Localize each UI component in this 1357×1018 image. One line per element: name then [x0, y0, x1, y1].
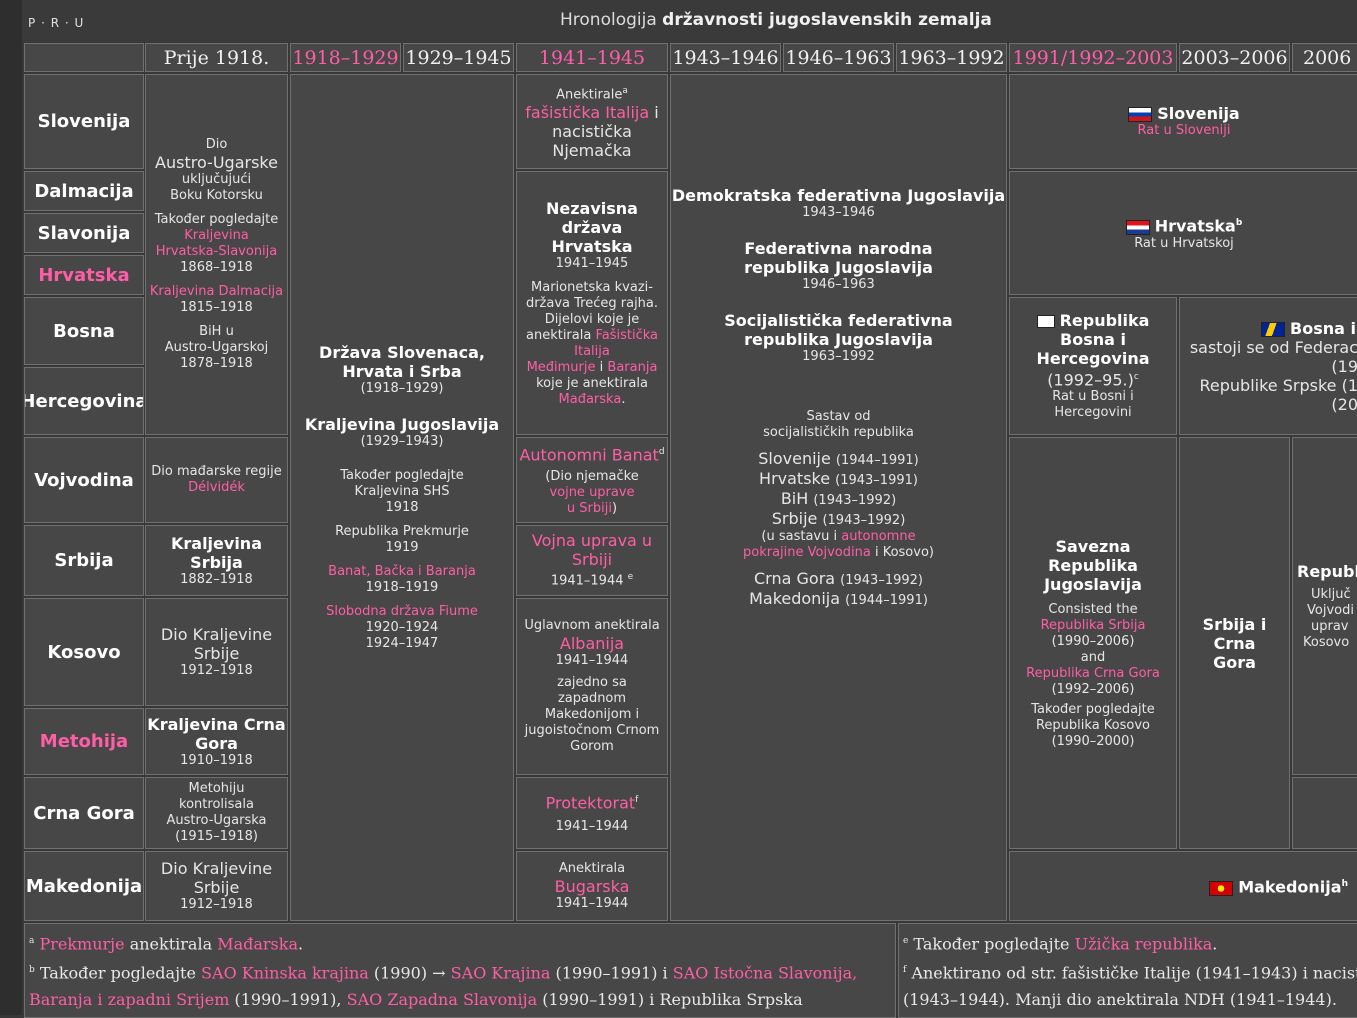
srbija-pre-cell: Kraljevina Srbija 1882–1918	[145, 525, 288, 596]
link-hrvatska-slavonija[interactable]: Hrvatska-Slavonija	[155, 244, 278, 259]
sfrj-cell: Demokratska federativna Jugoslavija 1943…	[670, 74, 1007, 921]
region-slovenija: Slovenija	[24, 74, 144, 169]
link-fasisticka-italija[interactable]: fašistička Italija	[525, 103, 650, 123]
link-italija[interactable]: Italija	[574, 343, 610, 359]
link-rat-u-hrvatskoj[interactable]: Rat u Hrvatskoj	[1134, 235, 1234, 251]
link-prekmurje[interactable]: Prekmurje	[39, 934, 125, 954]
link-fasisticka[interactable]: Fašistička	[595, 327, 658, 343]
link-kraljevina-crna-gora[interactable]: Kraljevina Crna	[147, 714, 286, 734]
header-1941[interactable]: 1941–1945	[516, 43, 668, 72]
link-sao-zapadna[interactable]: SAO Zapadna Slavonija	[346, 989, 538, 1009]
footnotes-left: a Prekmurje anektirala Mađarska. b Takođ…	[24, 923, 896, 1018]
footnotes-right: e Također pogledajte Užička republika. f…	[898, 923, 1357, 1018]
header-1963: 1963–1992	[896, 43, 1007, 72]
header-2003: 2003–2006	[1179, 43, 1290, 72]
region-crna-gora: Crna Gora	[24, 777, 144, 849]
post-bih2-cell: Bosna i sastoji se od Federac (19 Republ…	[1179, 297, 1357, 435]
post-republika-cell: Republi Uključ Vojvodi uprav Kosovo	[1292, 437, 1357, 775]
link-rat-u-sloveniji[interactable]: Rat u Sloveniji	[1137, 123, 1231, 138]
bih-flag-icon	[1261, 321, 1286, 337]
ww2-albanija-cell: Uglavnom anektirala Albanija 1941–1944 z…	[516, 598, 668, 775]
link-vojna-uprava[interactable]: Vojna uprava u	[531, 531, 653, 551]
link-banat-backa-baranja[interactable]: Banat, Bačka i Baranja	[328, 564, 476, 579]
post-hrvatska-cell: Hrvatskab Rat u Hrvatskoj	[1009, 171, 1357, 295]
link-madarska-footnote[interactable]: Mađarska	[217, 934, 298, 954]
talk-link[interactable]: R	[50, 16, 61, 30]
link-baranja[interactable]: Baranja	[607, 359, 658, 375]
post-makedonija-cell: Makedonijah	[1009, 851, 1357, 921]
left-edge	[0, 0, 22, 1015]
header-1943: 1943–1946	[670, 43, 781, 72]
link-sao-krajina[interactable]: SAO Krajina	[450, 963, 551, 983]
region-dalmacija: Dalmacija	[24, 171, 144, 211]
region-hercegovina: Hercegovina	[24, 367, 144, 435]
ww2-ndh-cell: Nezavisna država Hrvatska 1941–1945 Mari…	[516, 171, 668, 435]
view-link[interactable]: P	[28, 16, 37, 30]
link-vojne-uprave[interactable]: vojne uprave	[549, 484, 635, 500]
post-slovenija-cell: Slovenija Rat u Sloveniji	[1009, 74, 1357, 169]
austro-hungary-cell: Dio Austro-Ugarske uključujući Boku Koto…	[145, 74, 288, 435]
region-hrvatska[interactable]: Hrvatska	[24, 255, 144, 295]
kosovo-pre-cell: Dio Kraljevine Srbije 1912–1918	[145, 598, 288, 706]
header-pre1918: Prije 1918.	[145, 43, 288, 72]
link-republika-crna-gora[interactable]: Republika Crna Gora	[1026, 665, 1160, 681]
macedonia-flag-icon	[1209, 880, 1234, 896]
header-corner	[24, 43, 144, 72]
link-uzicka[interactable]: Užička republika	[1074, 934, 1213, 954]
croatia-flag-icon	[1125, 219, 1150, 235]
link-baranja-srijem[interactable]: Baranja i zapadni Srijem	[29, 989, 230, 1009]
link-protektorat[interactable]: Protektorat	[545, 793, 636, 813]
metohija-pre-cell: Kraljevina Crna Gora 1910–1918	[145, 708, 288, 775]
region-slavonija: Slavonija	[24, 213, 144, 253]
link-kraljevina-dalmacija[interactable]: Kraljevina Dalmacija	[149, 284, 284, 299]
link-albanija[interactable]: Albanija	[559, 634, 625, 653]
header-1929: 1929–1945	[403, 43, 514, 72]
page-title: Hronologija državnosti jugoslavenskih ze…	[560, 10, 992, 30]
link-pokrajine[interactable]: pokrajine Vojvodina	[743, 545, 871, 560]
region-makedonija: Makedonija	[24, 851, 144, 921]
ww2-protektorat-cell: Protektoratf 1941–1944	[516, 777, 668, 849]
region-kosovo: Kosovo	[24, 598, 144, 706]
region-srbija: Srbija	[24, 525, 144, 596]
rbih-flag-icon	[1036, 314, 1055, 328]
link-bugarska[interactable]: Bugarska	[554, 876, 630, 896]
header-1918[interactable]: 1918–1929	[290, 43, 401, 72]
link-madarska[interactable]: Mađarska	[558, 391, 622, 407]
link-fiume[interactable]: Slobodna država Fiume	[326, 604, 478, 619]
header-2006: 2006	[1292, 43, 1357, 72]
link-republika-srbija[interactable]: Republika Srbija	[1040, 617, 1146, 633]
ww2-banat-cell: Autonomni Banatd (Dio njemačke vojne upr…	[516, 437, 668, 523]
makedonija-pre-cell: Dio Kraljevine Srbije 1912–1918	[145, 851, 288, 921]
link-sao-kninska[interactable]: SAO Kninska krajina	[201, 963, 369, 983]
header-1991[interactable]: 1991/1992–2003	[1009, 43, 1177, 72]
post-bih-cell: Republika Bosna i Hercegovina (1992–95.)…	[1009, 297, 1177, 435]
region-bosna: Bosna	[24, 297, 144, 365]
link-autonomne[interactable]: autonomne	[841, 529, 916, 544]
link-autonomni-banat[interactable]: Autonomni Banat	[519, 445, 659, 465]
link-kraljevina-hs[interactable]: Kraljevina	[184, 228, 249, 243]
edit-link[interactable]: U	[74, 16, 85, 30]
post-scg-cell: Srbija i Crna Gora	[1179, 437, 1290, 849]
link-medimurje[interactable]: Međimurje	[526, 359, 596, 375]
vojvodina-pre-cell: Dio mađarske regije Délvidék	[145, 437, 288, 523]
header-1946: 1946–1963	[783, 43, 894, 72]
navbox-links: P · R · U	[28, 16, 85, 30]
region-metohija[interactable]: Metohija	[24, 708, 144, 775]
post-sry-cell: Savezna Republika Jugoslavija Consisted …	[1009, 437, 1177, 849]
crnagora-pre-cell: Metohiju kontrolisala Austro-Ugarska (19…	[145, 777, 288, 849]
title-bar	[22, 0, 1357, 42]
ww2-vojna-uprava-cell: Vojna uprava u Srbiji 1941–1944 e	[516, 525, 668, 596]
link-sao-istocna[interactable]: SAO Istočna Slavonija,	[672, 963, 858, 983]
post-empty-cell	[1292, 777, 1357, 849]
ww2-slovenija-cell: Anektiralea fašistička Italija i nacisti…	[516, 74, 668, 169]
ww2-bugarska-cell: Anektirala Bugarska 1941–1944	[516, 851, 668, 921]
kingdom-yugoslavia-cell: Država Slovenaca, Hrvata i Srba (1918–19…	[290, 74, 514, 921]
link-delvidek[interactable]: Délvidék	[188, 480, 245, 495]
region-vojvodina: Vojvodina	[24, 437, 144, 523]
slovenia-flag-icon	[1128, 107, 1153, 122]
